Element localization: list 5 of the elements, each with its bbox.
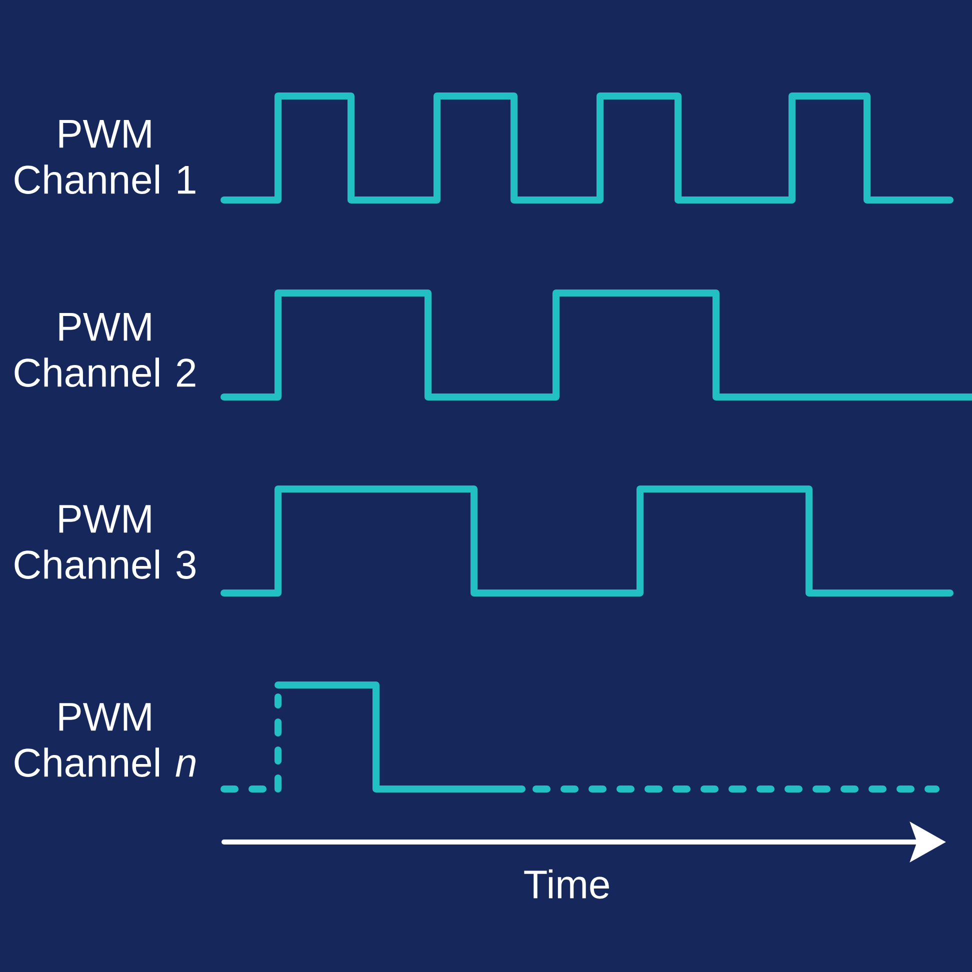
axis-label: Time xyxy=(524,869,609,899)
channel-label: PWM Channel 3 xyxy=(14,505,196,579)
channel-label: PWM Channel n xyxy=(14,703,196,777)
channel-label: PWM Channel 2 xyxy=(14,313,196,387)
channel-label: PWM Channel 1 xyxy=(14,120,196,194)
